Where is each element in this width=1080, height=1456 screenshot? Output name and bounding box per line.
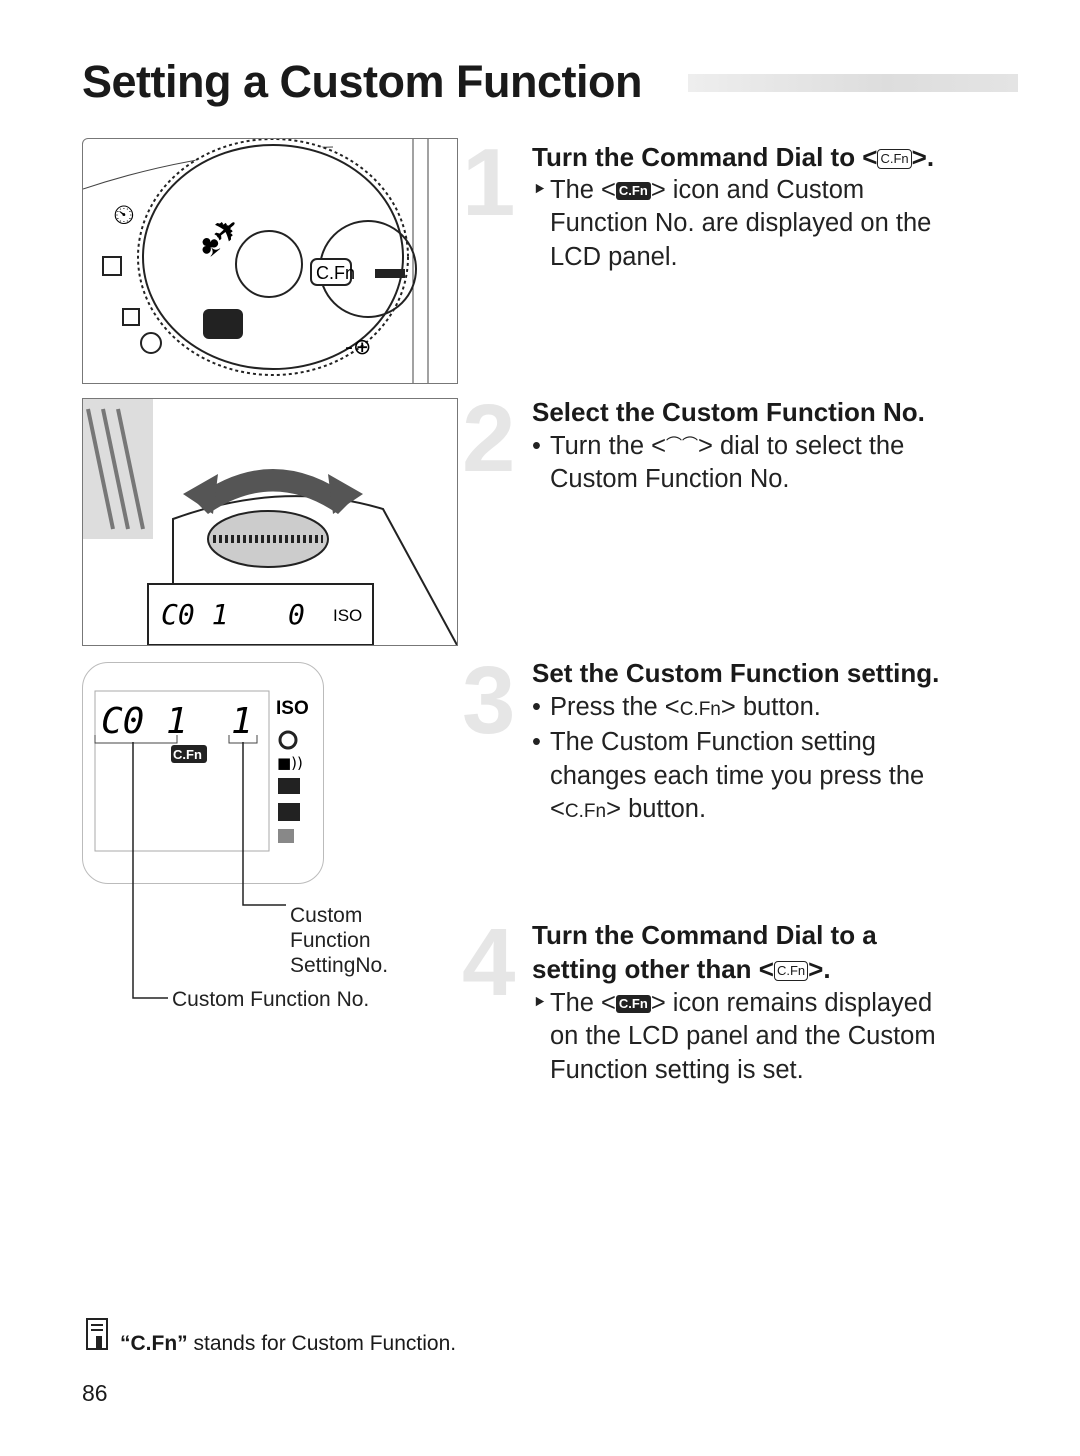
cfn-mode-icon: C.Fn [773,961,809,981]
bracket-icon [278,829,294,843]
step-2-heading: Select the Custom Function No. [532,397,925,427]
step-number-4: 4 [462,909,516,1016]
page-title: Setting a Custom Function [82,56,642,107]
step-3-body: •Press the <C.Fn> button. •The Custom Fu… [532,693,925,823]
step-number-3: 3 [462,647,516,754]
cfn-mode-icon: C.Fn [877,149,912,169]
beep-icon: ■)) [277,754,303,772]
mode-dial-drawing: C.Fn ♣✈ ⏲ -⊕ [82,138,429,383]
camera-top-illustration: C0 1 0 ISO [82,398,458,646]
memo-icon [86,1318,108,1350]
note: “C.Fn” stands for Custom Function. [120,1332,457,1355]
lcd-panel-illustration: C0 1 1 C.Fn ISO ■)) [82,662,324,884]
top-lcd-iso: ISO [333,606,362,625]
top-lcd-function-no: C0 1 [161,598,228,631]
function-no-label: Custom Function No. [172,988,370,1011]
svg-text:⏲: ⏲ [113,198,135,231]
flash-comp-icon [278,803,300,821]
dial-cfn-label: C.Fn [316,263,355,283]
mode-dial-illustration: C.Fn ♣✈ ⏲ -⊕ [82,138,458,384]
cfn-icon: C.Fn [615,995,651,1013]
setting-no-label: Custom Function SettingNo. [290,903,388,978]
main-dial-icon: ⌒⌒ [666,437,699,454]
top-lcd-setting-no: 0 [288,598,305,631]
lcd-iso: ISO [276,698,309,719]
step-4-heading: Turn the Command Dial to a setting other… [532,920,877,984]
drive-icon [278,778,300,794]
callout-lines [132,742,286,999]
cfn-button-label: C.Fn [564,800,607,822]
lcd-function-no: C0 1 [101,701,188,742]
step-number-2: 2 [462,385,516,492]
cfn-icon: C.Fn [615,182,651,200]
step-2-body: •Turn the <⌒⌒> dial to select the Custom… [532,432,905,494]
step-1-heading: Turn the Command Dial to <C.Fn>. [532,142,935,172]
label-line: SettingNo. [290,954,389,977]
cfn-button-label: C.Fn [679,699,721,720]
lcd-panel-drawing: C0 1 1 C.Fn ISO ■)) [94,690,309,852]
svg-text:-⊕: -⊕ [345,335,371,360]
title-decoration-bar [688,74,1018,92]
label-line: Function [290,929,371,952]
camera-top-drawing: C0 1 0 ISO [83,399,458,646]
step-3-heading: Set the Custom Function setting. [532,658,940,688]
page-number: 86 [82,1380,108,1406]
label-line: Custom [290,904,363,927]
red-eye-icon [278,730,298,750]
step-number-1: 1 [462,129,516,236]
lcd-cfn-badge: C.Fn [173,747,202,762]
step-4-body: ‣The <C.Fn> icon remains displayed on th… [532,989,936,1084]
step-1-body: ‣The <C.Fn> icon and Custom Function No.… [532,176,932,271]
lcd-setting-no: 1 [231,701,253,742]
